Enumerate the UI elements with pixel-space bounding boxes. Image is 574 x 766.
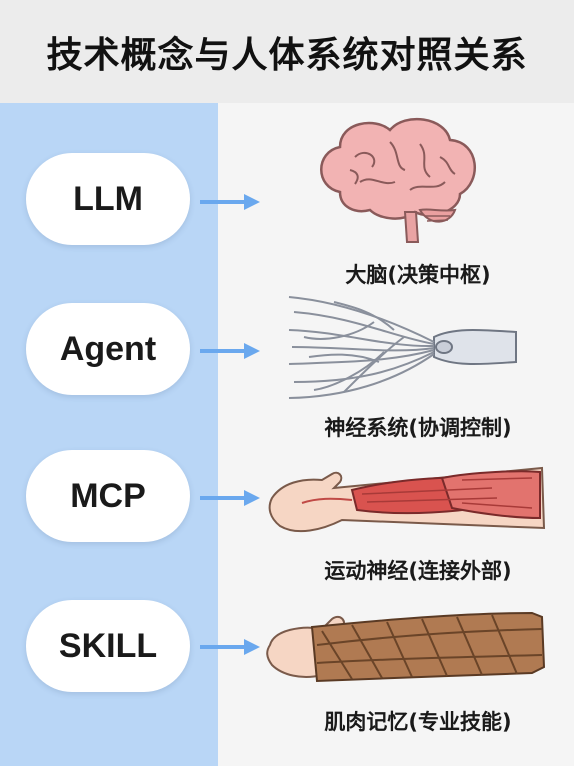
caption-bandaged-arm: 肌肉记忆(专业技能)	[324, 710, 512, 734]
caption-brain: 大脑(决策中枢)	[345, 263, 491, 287]
arrow-icon	[200, 343, 260, 359]
nerves-icon	[288, 296, 517, 399]
term-pill-llm: LLM	[26, 153, 190, 245]
arrow-icon	[200, 490, 260, 506]
arrow-icon	[200, 194, 260, 210]
term-pill-agent: Agent	[26, 303, 190, 395]
header: 技术概念与人体系统对照关系	[0, 0, 574, 103]
caption-nerves: 神经系统(协调控制)	[324, 416, 512, 440]
arm-muscle-icon	[268, 466, 546, 533]
term-pill-skill: SKILL	[26, 600, 190, 692]
bandaged-arm-icon	[266, 611, 546, 683]
arrow-icon	[200, 639, 260, 655]
caption-arm-muscle: 运动神经(连接外部)	[324, 559, 512, 583]
page-title: 技术概念与人体系统对照关系	[46, 34, 528, 76]
brain-icon	[320, 117, 476, 243]
term-pill-mcp: MCP	[26, 450, 190, 542]
